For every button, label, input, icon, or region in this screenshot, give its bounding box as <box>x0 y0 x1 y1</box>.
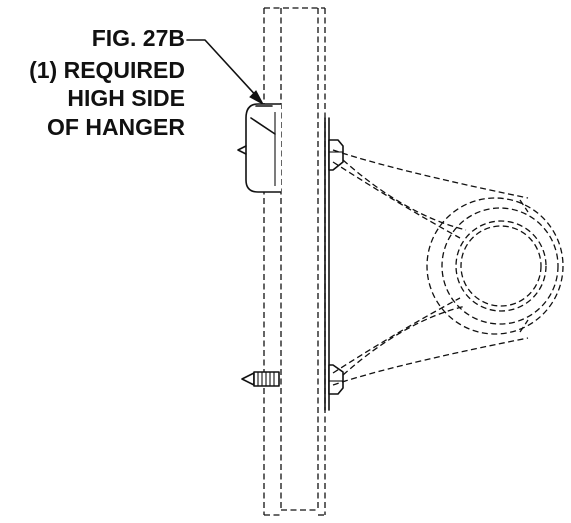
clip-ridge <box>250 117 276 135</box>
hanger-lower-arm-outer <box>332 337 529 386</box>
pipe-hanger <box>332 149 564 386</box>
clip-body <box>245 103 281 193</box>
fig-27b-clip <box>237 103 281 193</box>
hanger-upper-arm-mid <box>342 159 467 231</box>
arrowhead <box>249 90 265 106</box>
top-tab <box>328 139 344 171</box>
bottom-tab <box>328 364 344 395</box>
callout-line-of-hanger: OF HANGER <box>47 114 185 140</box>
callout-line-required: (1) REQUIRED <box>29 57 185 83</box>
vertical-member <box>263 7 326 516</box>
clamp-top-end <box>519 199 529 213</box>
lag-screw <box>241 371 280 387</box>
mounting-plate <box>324 117 344 411</box>
callout-line-fig: FIG. 27B <box>92 25 185 51</box>
leader-line <box>186 39 261 101</box>
hanger-ring-inner <box>441 207 559 325</box>
clip-tab <box>237 145 247 155</box>
hanger-upper-arm-outer <box>332 149 529 199</box>
clamp-bottom-end <box>519 319 529 333</box>
screw-tip <box>241 372 255 386</box>
hanger-lower-arm-mid <box>342 305 467 376</box>
callout-label: FIG. 27B (1) REQUIRED HIGH SIDE OF HANGE… <box>29 25 185 140</box>
callout-line-high-side: HIGH SIDE <box>67 85 185 111</box>
leader-arrow <box>186 39 265 106</box>
pipe-inner <box>460 225 542 307</box>
pipe-outer <box>455 220 547 312</box>
hanger-lower-arm-inner <box>332 297 461 374</box>
hanger-ring-outer <box>426 197 564 335</box>
hanger-upper-arm-inner <box>332 161 461 239</box>
